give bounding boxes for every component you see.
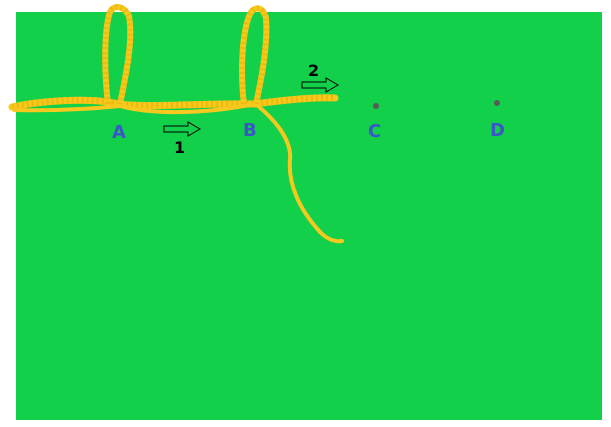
point-label-d: D [490,120,505,141]
step-label-2: 2 [308,61,319,80]
point-label-c: C [368,121,381,142]
rope-loop-b-texture [239,5,270,105]
arrow-step-1-icon [163,121,201,137]
point-label-b: B [243,120,257,141]
rope-loop-a-texture [102,4,134,105]
rope-main-strand-texture [11,94,336,111]
point-c-dot [373,103,379,109]
arrow-step-2-icon [301,77,339,93]
point-label-a: A [112,122,126,143]
point-d-dot [494,100,500,106]
rope-tail [256,104,344,244]
step-label-1: 1 [174,138,185,157]
